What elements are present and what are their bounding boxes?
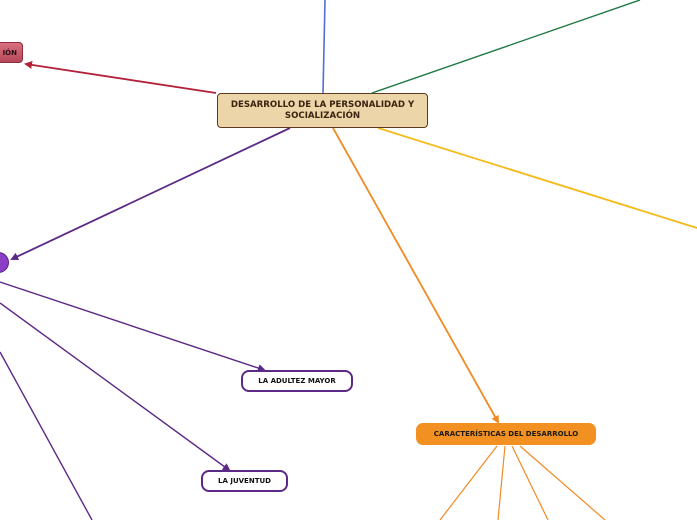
- branch-purple-down: [0, 351, 93, 520]
- branch-yellow: [377, 127, 697, 229]
- branch-blue: [322, 0, 326, 94]
- orange-sub-3: [511, 445, 549, 520]
- orange-sub-4: [519, 445, 606, 520]
- central-topic-node[interactable]: DESARROLLO DE LA PERSONALIDAD Y SOCIALIZ…: [217, 93, 428, 128]
- branch-juventud: [0, 302, 231, 472]
- central-topic-label: DESARROLLO DE LA PERSONALIDAD Y SOCIALIZ…: [230, 99, 415, 121]
- orange-sub-2: [497, 445, 506, 520]
- branch-orange-main: [332, 127, 499, 424]
- caracteristicas-label: CARACTERÍSTICAS DEL DESARROLLO: [433, 430, 579, 438]
- juventud-node[interactable]: LA JUVENTUD: [201, 470, 288, 492]
- caracteristicas-node[interactable]: CARACTERÍSTICAS DEL DESARROLLO: [416, 423, 596, 445]
- adultez-mayor-node[interactable]: LA ADULTEZ MAYOR: [241, 370, 353, 392]
- branch-red: [24, 60, 217, 94]
- red-topic-label: IÓN: [2, 48, 17, 57]
- orange-sub-1: [439, 445, 498, 520]
- adultez-mayor-label: LA ADULTEZ MAYOR: [258, 377, 336, 385]
- branch-green: [371, 0, 641, 94]
- branch-purple-main: [10, 127, 291, 261]
- juventud-label: LA JUVENTUD: [218, 477, 271, 485]
- branch-adultez: [0, 281, 266, 372]
- red-topic-node[interactable]: IÓN: [0, 42, 23, 63]
